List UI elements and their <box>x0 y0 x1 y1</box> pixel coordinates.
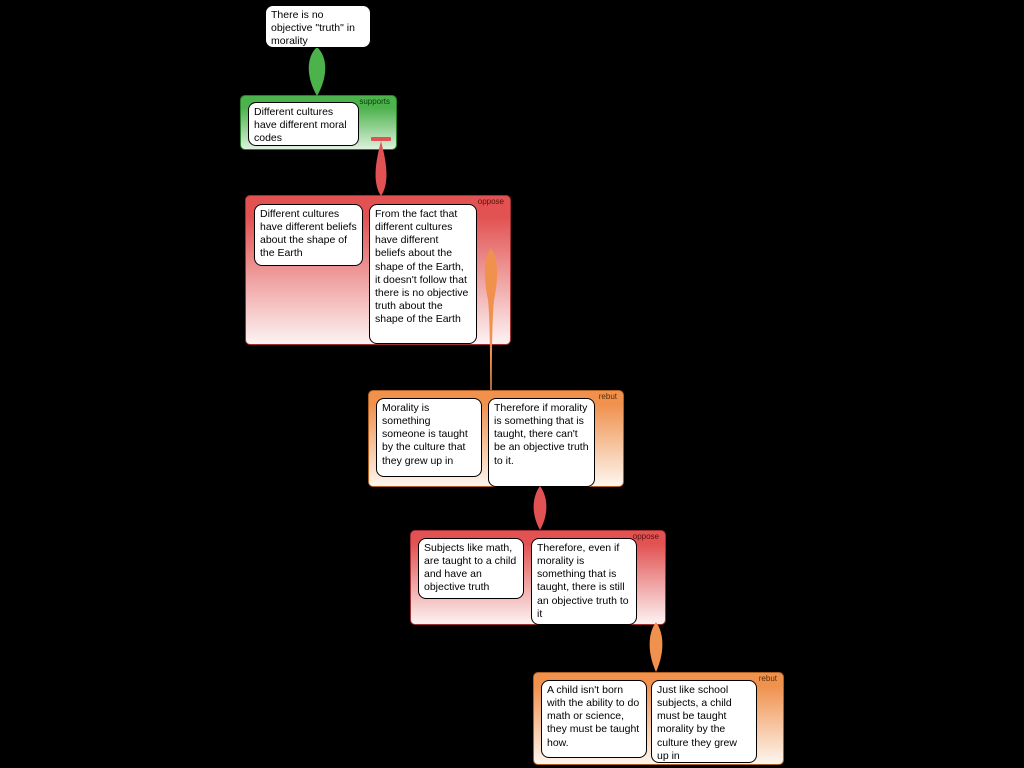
statement-rebut-1-conclusion[interactable]: Therefore if morality is something that … <box>488 398 595 487</box>
group-label-supports: supports <box>359 97 390 106</box>
group-label-oppose-1: oppose <box>477 197 504 206</box>
statement-rebut-2-conclusion[interactable]: Just like school subjects, a child must … <box>651 680 757 763</box>
statement-oppose-1-premise[interactable]: Different cultures have different belief… <box>254 204 363 266</box>
group-rebut-1[interactable]: rebut Morality is something someone is t… <box>368 390 624 487</box>
supports-connector[interactable] <box>308 47 326 96</box>
statement-text: Therefore if morality is something that … <box>494 402 589 467</box>
statement-text: Therefore, even if morality is something… <box>537 542 629 620</box>
oppose-connector-1[interactable] <box>375 141 387 196</box>
statement-oppose-1-conclusion[interactable]: From the fact that different cultures ha… <box>369 204 477 344</box>
statement-rebut-1-premise[interactable]: Morality is something someone is taught … <box>376 398 482 477</box>
statement-text: Different cultures have different belief… <box>260 208 357 260</box>
statement-text: Subjects like math, are taught to a chil… <box>424 542 517 594</box>
statement-text: Just like school subjects, a child must … <box>657 684 737 762</box>
statement-supports-1[interactable]: Different cultures have different moral … <box>248 102 359 146</box>
statement-text: A child isn't born with the ability to d… <box>547 684 640 749</box>
group-oppose-2[interactable]: oppose Subjects like math, are taught to… <box>410 530 666 625</box>
group-label-rebut-2: rebut <box>758 674 777 683</box>
statement-root-claim[interactable]: There is no objective "truth" in moralit… <box>265 5 371 48</box>
statement-text: Morality is something someone is taught … <box>382 402 468 467</box>
group-supports[interactable]: supports Different cultures have differe… <box>240 95 397 150</box>
statement-text: Different cultures have different moral … <box>254 106 347 145</box>
rebut-connector-1[interactable] <box>484 248 498 390</box>
statement-oppose-2-conclusion[interactable]: Therefore, even if morality is something… <box>531 538 637 625</box>
group-label-oppose-2: oppose <box>632 532 659 541</box>
statement-oppose-2-premise[interactable]: Subjects like math, are taught to a chil… <box>418 538 524 599</box>
statement-text: From the fact that different cultures ha… <box>375 208 469 325</box>
oppose-anchor-dash <box>371 137 391 141</box>
oppose-connector-2[interactable] <box>533 486 547 530</box>
statement-text: There is no objective "truth" in moralit… <box>271 9 355 48</box>
group-rebut-2[interactable]: rebut A child isn't born with the abilit… <box>533 672 784 765</box>
rebut-connector-2[interactable] <box>649 622 663 672</box>
group-oppose-1[interactable]: oppose Different cultures have different… <box>245 195 511 345</box>
group-label-rebut-1: rebut <box>598 392 617 401</box>
statement-rebut-2-premise[interactable]: A child isn't born with the ability to d… <box>541 680 647 758</box>
